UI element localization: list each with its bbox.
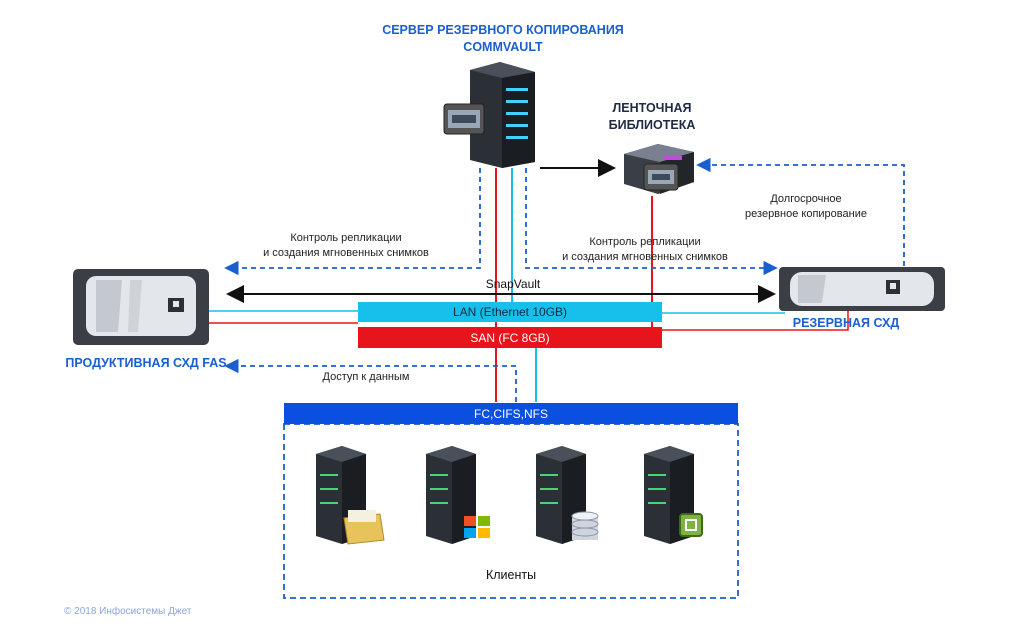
- lan-label: LAN (Ethernet 10GB): [452, 305, 568, 319]
- snapvault-label: SnapVault: [485, 277, 541, 291]
- data-access-arrow: [224, 358, 517, 402]
- backup-server-icon: [443, 62, 535, 168]
- protocol-label: FC,CIFS,NFS: [474, 406, 548, 421]
- longterm-arrow: [696, 157, 905, 266]
- backup-server-title: СЕРВЕР РЕЗЕРВНОГО КОПИРОВАНИЯ COMMVAULT: [382, 23, 624, 54]
- clients-title: Клиенты: [485, 568, 537, 582]
- prod-storage-icon: [73, 269, 209, 345]
- replication-right-label: Контроль репликации и создания мгновенны…: [562, 236, 728, 263]
- vmware-icon: [644, 446, 703, 544]
- database-icon: [536, 446, 599, 544]
- replication-left-arrow: [224, 168, 481, 276]
- prod-storage-title: ПРОДУКТИВНАЯ СХД FAS: [65, 356, 227, 370]
- windows-icon: [426, 446, 490, 544]
- tape-library-icon: [624, 144, 694, 194]
- folder-icon: [316, 446, 385, 545]
- tape-library-title: ЛЕНТОЧНАЯ БИБЛИОТЕКА: [608, 101, 696, 132]
- backup-storage-icon: [779, 267, 945, 311]
- data-access-label: Доступ к данным: [322, 371, 410, 383]
- protocol-bar: FC,CIFS,NFS: [284, 403, 738, 424]
- copyright-text: © 2018 Инфосистемы Джет: [64, 606, 192, 617]
- backup-storage-title: РЕЗЕРВНАЯ СХД: [792, 316, 900, 330]
- san-line-backup: [662, 310, 849, 331]
- san-label: SAN (FC 8GB): [470, 330, 550, 345]
- replication-right-arrow: [525, 168, 778, 276]
- clients-container: [283, 423, 739, 599]
- replication-left-label: Контроль репликации и создания мгновенны…: [263, 232, 429, 259]
- longterm-label: Долгосрочное резервное копирование: [745, 193, 867, 220]
- san-bar: SAN (FC 8GB): [358, 327, 662, 348]
- lan-bar: LAN (Ethernet 10GB): [358, 302, 662, 322]
